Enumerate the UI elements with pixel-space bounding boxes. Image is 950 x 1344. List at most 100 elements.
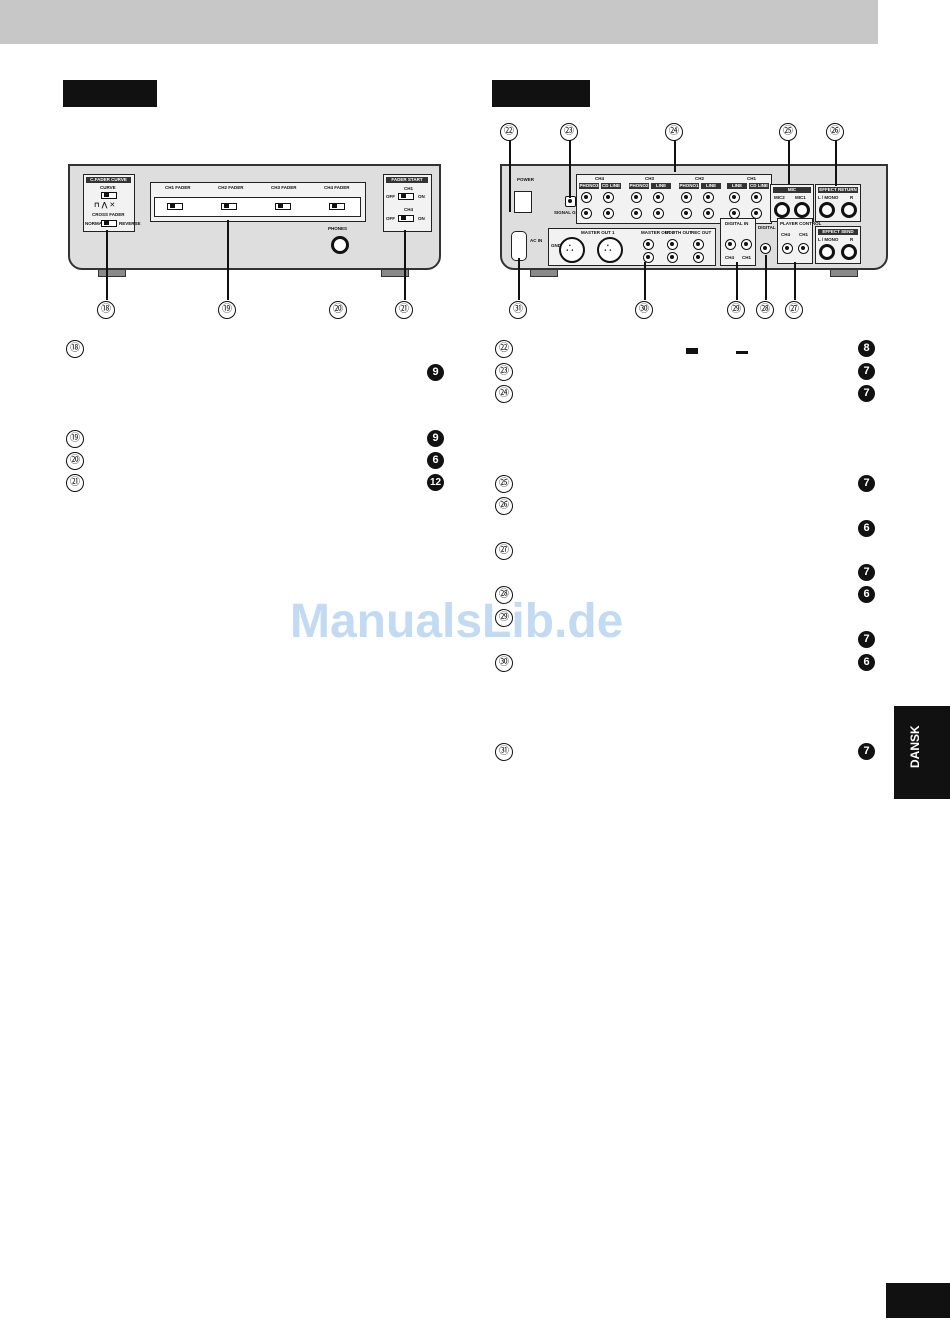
ch1-fader-start-switch[interactable] [398, 193, 414, 200]
ch4-cd-line-label: CD LINE [601, 183, 621, 189]
leader-27 [794, 262, 796, 300]
rca-jack[interactable] [681, 192, 692, 203]
digital-in-ch1-jack[interactable] [741, 239, 752, 250]
effect-return-l-label: L / MONO [818, 195, 839, 200]
booth-out-r-jack[interactable] [667, 252, 678, 263]
leader-25 [788, 140, 790, 184]
mic2-jack[interactable] [774, 202, 790, 218]
list-marker-27: ㉗ [495, 542, 513, 560]
front-section-tab [63, 80, 157, 107]
header-band [0, 0, 878, 44]
booth-out-l-jack[interactable] [667, 239, 678, 250]
digital-out-jack[interactable] [760, 243, 771, 254]
fader-start-label: FADER START [386, 177, 428, 183]
callout-31: ㉛ [509, 301, 527, 319]
fader-start-ch4-label: CH4 [404, 207, 414, 212]
ch4-fader-start-switch[interactable] [398, 215, 414, 222]
watermark: ManualsLib.de [290, 595, 624, 648]
rca-jack[interactable] [581, 208, 592, 219]
effect-return-l-jack[interactable] [819, 202, 835, 218]
language-tab-label: DANSK [908, 725, 922, 768]
master-out2-r-jack[interactable] [643, 252, 654, 263]
list-marker-29: ㉙ [495, 609, 513, 627]
digital-in-ch4-label: CH4 [725, 255, 735, 260]
ch1-on-label: ON [418, 194, 425, 199]
ch3-fader-reverse-switch[interactable] [275, 203, 291, 210]
callout-27: ㉗ [785, 301, 803, 319]
fader-start-ch1-label: CH1 [404, 186, 414, 191]
language-tab: DANSK [894, 706, 950, 799]
curve-switch[interactable] [101, 192, 117, 199]
ch4-fader-label: CH4 FADER [324, 185, 350, 190]
page-ref-19: 9 [427, 430, 444, 447]
rear-ch4-label: CH4 [595, 176, 605, 181]
cross-fader-reverse-switch[interactable] [101, 220, 117, 227]
ch4-fader-reverse-switch[interactable] [329, 203, 345, 210]
ac-in-socket[interactable] [511, 231, 527, 261]
page-ref-29: 7 [858, 631, 875, 648]
digital-out-label: DIGITAL OUT [758, 225, 787, 230]
effect-send-r-label: R [850, 237, 854, 242]
page-ref-31: 7 [858, 743, 875, 760]
rca-jack[interactable] [603, 192, 614, 203]
mic1-jack[interactable] [794, 202, 810, 218]
rca-jack[interactable] [703, 192, 714, 203]
rear-foot-right [830, 269, 858, 277]
phono3-label: PHONO3 [579, 183, 599, 189]
ac-in-label: AC IN [530, 238, 543, 243]
phones-label: PHONES [328, 226, 348, 231]
effect-send-l-jack[interactable] [819, 244, 835, 260]
rca-jack[interactable] [751, 208, 762, 219]
rca-jack[interactable] [751, 192, 762, 203]
phones-jack[interactable] [331, 236, 349, 254]
rec-out-r-jack[interactable] [693, 252, 704, 263]
rca-jack[interactable] [653, 192, 664, 203]
player-control-box: PLAYER CONTROL CH4 CH1 [777, 218, 821, 264]
input-jacks-box: CH4 CH3 CH2 CH1 PHONO3 CD LINE PHONO2 LI… [576, 174, 772, 224]
curve-label: CURVE [100, 185, 116, 190]
player-control-ch1-jack[interactable] [798, 243, 809, 254]
player-control-ch1-label: CH1 [799, 232, 809, 237]
effect-send-r-jack[interactable] [841, 244, 857, 260]
power-switch[interactable] [514, 191, 532, 213]
phono2-label: PHONO2 [629, 183, 649, 189]
page-ref-25: 7 [858, 475, 875, 492]
phono1-label: PHONO1 [679, 183, 699, 189]
ch3-fader-label: CH3 FADER [271, 185, 297, 190]
callout-21: ㉑ [395, 301, 413, 319]
master-out2-l-jack[interactable] [643, 239, 654, 250]
list-marker-18: ⑱ [66, 340, 84, 358]
power-label: POWER [517, 177, 535, 182]
list-marker-25: ㉕ [495, 475, 513, 493]
rca-jack[interactable] [631, 192, 642, 203]
master-out1-xlr-l[interactable] [597, 237, 623, 263]
outputs-box: MASTER OUT 1 GND MASTER OUT 2 BOOTH OUT … [548, 228, 716, 266]
callout-22: ㉒ [500, 123, 518, 141]
ch1-fader-reverse-switch[interactable] [167, 203, 183, 210]
list-marker-22: ㉒ [495, 340, 513, 358]
ch2-fader-reverse-switch[interactable] [221, 203, 237, 210]
player-control-ch4-jack[interactable] [782, 243, 793, 254]
list-marker-28: ㉘ [495, 586, 513, 604]
page-ref-21: 12 [427, 474, 444, 491]
rear-foot-left [530, 269, 558, 277]
digital-in-ch4-jack[interactable] [725, 239, 736, 250]
effect-send-l-label: L / MONO [818, 237, 839, 242]
ch4-on-label: ON [418, 216, 425, 221]
mic1-label: MIC1 [795, 195, 806, 200]
callout-28: ㉘ [756, 301, 774, 319]
page-ref-20: 6 [427, 452, 444, 469]
rec-out-l-jack[interactable] [693, 239, 704, 250]
switch-off-icon [736, 351, 748, 354]
effect-return-r-jack[interactable] [841, 202, 857, 218]
rca-jack[interactable] [703, 208, 714, 219]
rca-jack[interactable] [603, 208, 614, 219]
leader-28 [765, 255, 767, 300]
rca-jack[interactable] [681, 208, 692, 219]
rec-out-label: REC OUT [691, 230, 712, 235]
rca-jack[interactable] [653, 208, 664, 219]
rca-jack[interactable] [581, 192, 592, 203]
master-out1-xlr-r[interactable] [559, 237, 585, 263]
rca-jack[interactable] [729, 192, 740, 203]
rca-jack[interactable] [631, 208, 642, 219]
